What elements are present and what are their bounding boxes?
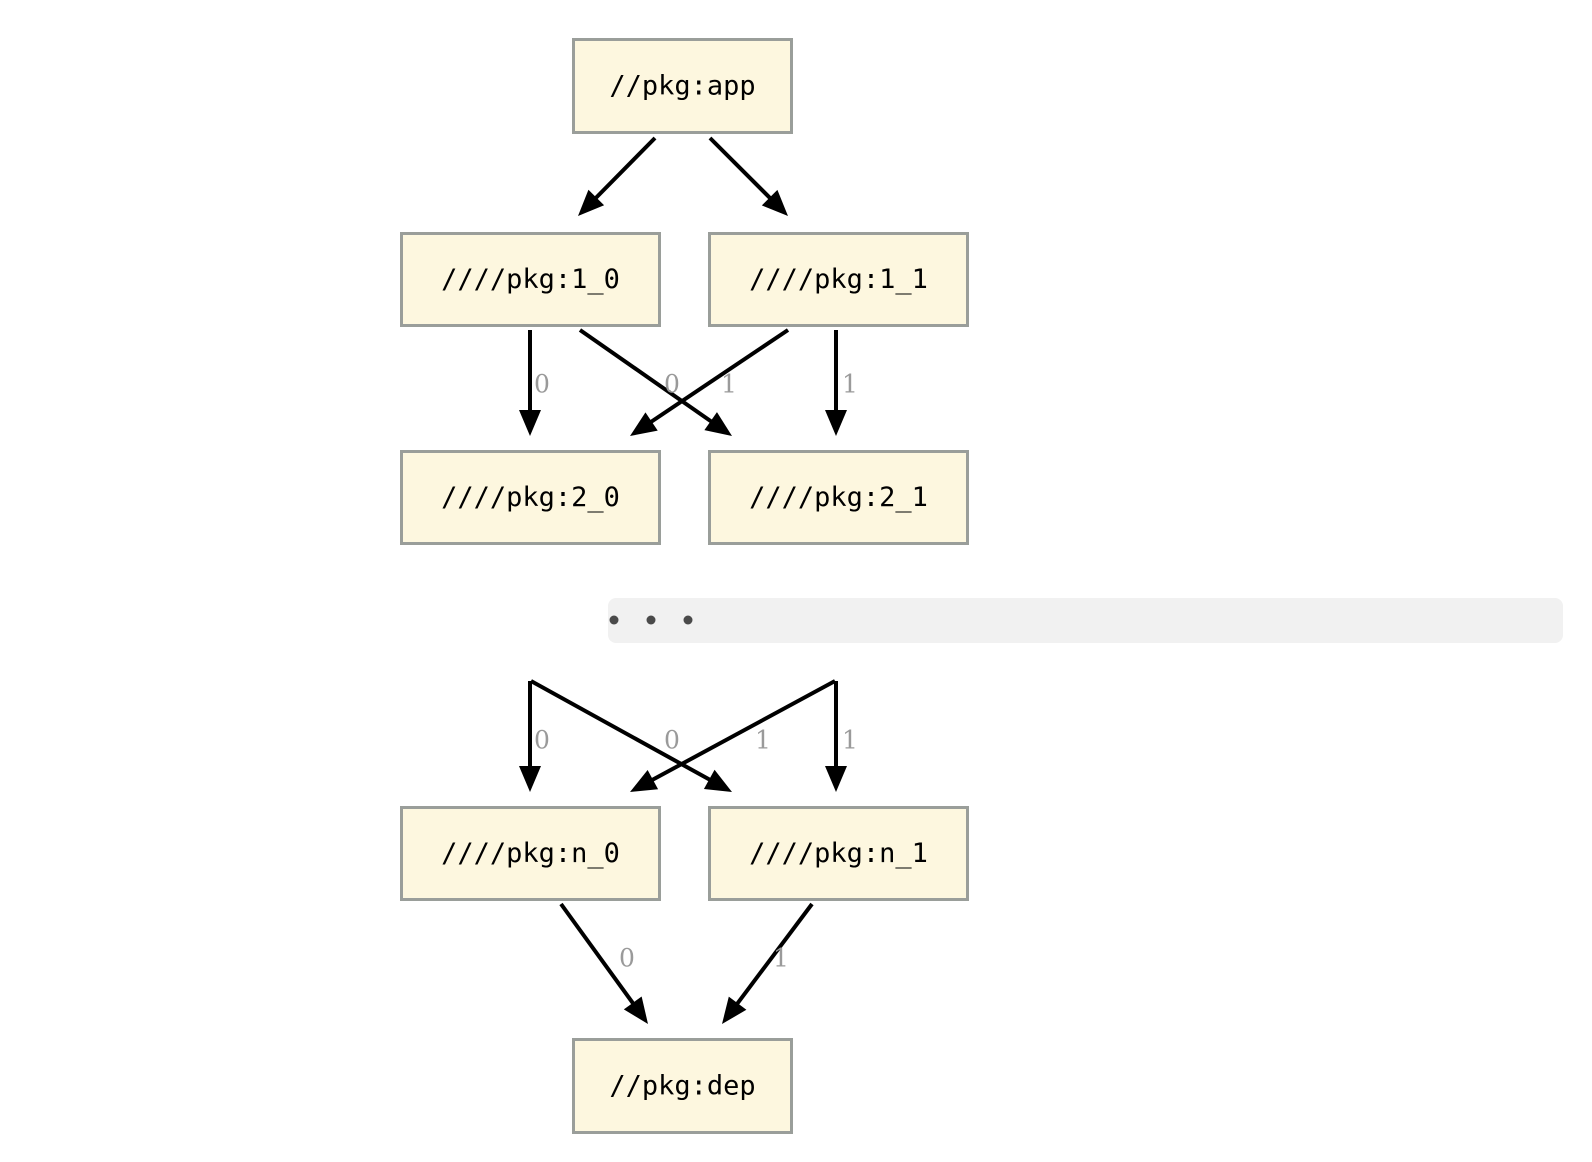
node-label: //pkg:dep xyxy=(609,1071,755,1102)
edge-arrowhead xyxy=(519,410,541,436)
edge-arrowhead xyxy=(703,769,732,792)
node-label: //pkg:app xyxy=(609,71,755,102)
edge-arrowhead xyxy=(825,766,847,792)
edge-label: 0 xyxy=(534,726,550,755)
edge-elided-to-n_1: 0 xyxy=(530,679,732,792)
edge-label: 1 xyxy=(721,370,737,399)
node-nn_1[interactable]: ////pkg:n_1 xyxy=(708,806,969,901)
elided-section-band[interactable] xyxy=(608,598,1563,643)
edge-label: 1 xyxy=(842,726,858,755)
edge-line xyxy=(708,136,774,202)
edge-elided2-to-n_0: 1 xyxy=(630,679,836,792)
edge-line xyxy=(559,902,637,1008)
edge-arrowhead xyxy=(722,996,747,1024)
edges-layer: 0 0 1 1 0 0 1 1 0 1 xyxy=(519,136,858,1024)
edge-elided2-to-n_1: 1 xyxy=(825,681,858,792)
edge-line xyxy=(592,136,657,202)
edge-arrowhead xyxy=(519,766,541,792)
node-label: ////pkg:n_0 xyxy=(441,838,620,869)
ellipsis-dot xyxy=(646,615,656,625)
edge-n_1-to-dep: 1 xyxy=(722,902,814,1024)
ellipsis-dot xyxy=(683,615,693,625)
nodes-layer: //pkg:app ////pkg:1_0 ////pkg:1_1 ////pkg:2… xyxy=(400,38,969,1134)
node-nn_0[interactable]: ////pkg:n_0 xyxy=(400,806,661,901)
edge-1_0-to-2_1: 0 xyxy=(578,328,732,436)
node-app[interactable]: //pkg:app xyxy=(572,38,793,134)
edge-arrowhead xyxy=(761,189,788,216)
edge-arrowhead xyxy=(630,769,659,792)
node-box[interactable] xyxy=(708,806,969,901)
node-n2_0[interactable]: ////pkg:2_0 xyxy=(400,450,661,545)
node-box[interactable] xyxy=(400,450,661,545)
edge-label: 1 xyxy=(773,944,789,973)
node-box[interactable] xyxy=(708,232,969,327)
node-dep[interactable]: //pkg:dep xyxy=(572,1038,793,1134)
node-label: ////pkg:2_1 xyxy=(749,482,928,513)
edge-arrowhead xyxy=(623,996,648,1024)
node-label: ////pkg:2_0 xyxy=(441,482,620,513)
edge-label: 1 xyxy=(755,726,771,755)
edge-line xyxy=(733,902,814,1008)
edge-arrowhead xyxy=(630,412,658,436)
edge-label: 0 xyxy=(664,370,680,399)
edge-app-to-1_1 xyxy=(708,136,788,216)
edge-elided-to-n_0: 0 xyxy=(519,681,550,792)
edge-arrowhead xyxy=(578,189,605,216)
edge-line xyxy=(648,679,836,784)
edge-1_1-to-2_0: 1 xyxy=(630,328,790,436)
node-n2_1[interactable]: ////pkg:2_1 xyxy=(708,450,969,545)
edge-label: 1 xyxy=(842,370,858,399)
edge-1_0-to-2_0: 0 xyxy=(519,330,550,436)
ellipsis-dot xyxy=(609,615,619,625)
edge-line xyxy=(578,328,716,426)
node-label: ////pkg:1_1 xyxy=(749,264,928,295)
node-box[interactable] xyxy=(400,232,661,327)
edge-app-to-1_0 xyxy=(578,136,657,216)
edge-arrowhead xyxy=(704,412,732,436)
node-box[interactable] xyxy=(708,450,969,545)
node-label: ////pkg:n_1 xyxy=(749,838,928,869)
edge-label: 0 xyxy=(534,370,550,399)
edge-1_1-to-2_1: 1 xyxy=(825,330,858,436)
edge-n_0-to-dep: 0 xyxy=(559,902,648,1024)
node-box[interactable] xyxy=(572,38,793,134)
edge-label: 0 xyxy=(619,944,635,973)
node-n1_1[interactable]: ////pkg:1_1 xyxy=(708,232,969,327)
node-n1_0[interactable]: ////pkg:1_0 xyxy=(400,232,661,327)
node-box[interactable] xyxy=(572,1038,793,1134)
ellipsis-layer xyxy=(608,598,1563,643)
edge-line xyxy=(647,328,790,426)
edge-label: 0 xyxy=(664,726,680,755)
edge-line xyxy=(530,679,714,784)
edge-arrowhead xyxy=(825,410,847,436)
node-box[interactable] xyxy=(400,806,661,901)
node-label: ////pkg:1_0 xyxy=(441,264,620,295)
